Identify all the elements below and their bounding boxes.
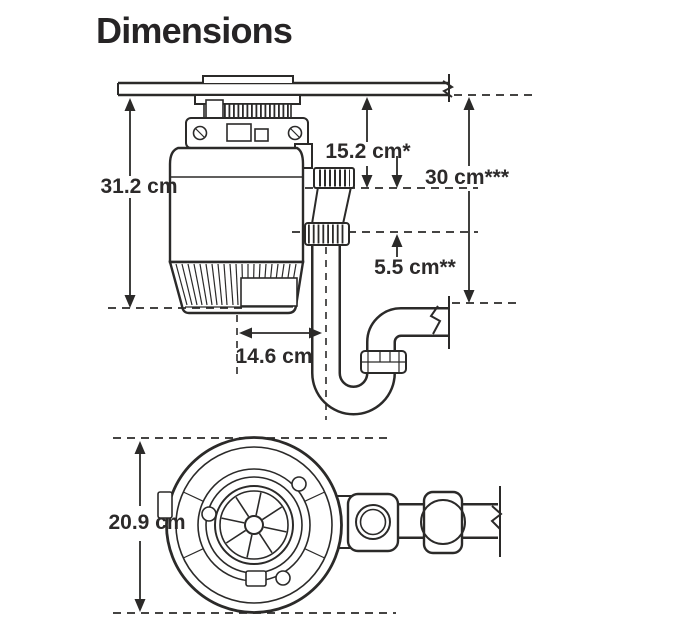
top-view-disposal-body (157, 436, 343, 614)
center-to-trap-label: 14.6 cm (235, 345, 312, 368)
dimension-center-to-trap: 14.6 cm (235, 327, 322, 368)
top-view-drawing: 20.9 cm (108, 436, 503, 614)
dimension-unit-height: 31.2 cm (100, 98, 178, 308)
disposal-body (168, 146, 305, 264)
mount-ear-2 (201, 506, 217, 522)
unit-diameter-label: 20.9 cm (108, 511, 185, 534)
dimension-counter-to-outlet: 15.2 cm* (325, 97, 411, 188)
pipe-coupler-1 (346, 492, 400, 553)
pipe-break-zigzag (429, 305, 442, 335)
mount-ear-1 (291, 476, 307, 492)
page-title: Dimensions (96, 10, 293, 51)
impeller-spokes (221, 492, 287, 558)
top-view-outlet-pipe (331, 486, 503, 557)
ribbed-skirt (168, 260, 305, 315)
impeller-hub (244, 515, 264, 535)
p-trap-pipe (311, 240, 451, 416)
tailpipe-coupling-nut (304, 222, 350, 246)
dimension-outlet-to-trap: 5.5 cm** (374, 234, 457, 279)
pipe-coupler-2 (420, 490, 466, 555)
counter-to-drain-label: 30 cm*** (425, 166, 510, 189)
counter-break-zigzag (442, 80, 454, 98)
counter-to-outlet-label: 15.2 cm* (325, 140, 411, 163)
outlet-to-trap-label: 5.5 cm** (374, 256, 457, 279)
mount-tab-bottom (245, 570, 267, 587)
dimension-counter-to-drain: 30 cm*** (425, 97, 510, 303)
mount-ear-3 (275, 570, 291, 586)
dishwasher-inlet-fitting (310, 167, 355, 225)
pipe-break-zigzag-top-view (490, 505, 503, 530)
mount-tab-left (157, 491, 173, 519)
mounting-assembly (185, 75, 309, 149)
label-plate (240, 277, 298, 307)
dimension-unit-diameter: 20.9 cm (108, 441, 186, 612)
trap-coupling-nut (360, 350, 407, 374)
side-view-drawing: 31.2 cm 15.2 cm* 5.5 cm** 30 cm*** (100, 74, 532, 420)
unit-height-label: 31.2 cm (100, 175, 177, 198)
